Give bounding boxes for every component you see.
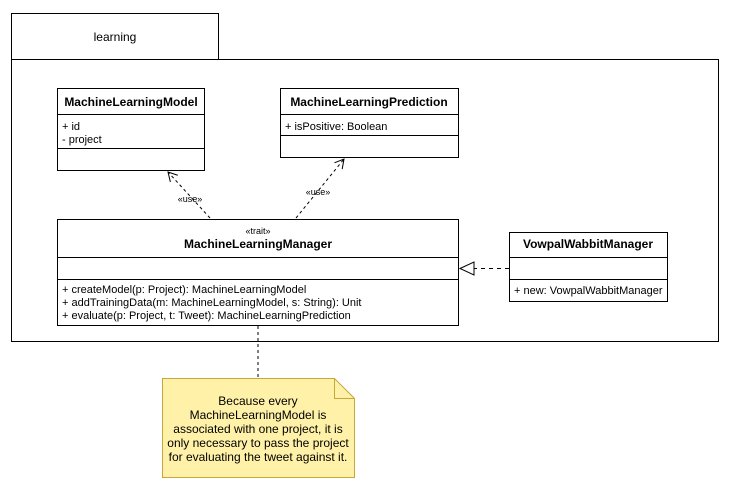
note-line: only necessary to pass the project xyxy=(167,436,349,450)
use-label: «use» xyxy=(178,194,203,204)
class-box xyxy=(280,88,459,158)
class-name: MachineLearningPrediction xyxy=(290,95,447,109)
dependency-use-model[interactable]: «use» xyxy=(167,171,211,219)
stereotype-label: «trait» xyxy=(245,226,270,236)
class-machine-learning-prediction[interactable]: MachineLearningPrediction + isPositive: … xyxy=(280,88,459,158)
note-fold xyxy=(334,378,355,399)
class-name: MachineLearningManager xyxy=(184,237,332,251)
operation: + new: VowpalWabbitManager xyxy=(514,285,663,297)
use-label: «use» xyxy=(306,187,331,197)
note-line: for evaluating the tweet against it. xyxy=(169,450,348,464)
class-machine-learning-model[interactable]: MachineLearningModel + id - project xyxy=(57,88,205,171)
package-tab xyxy=(11,13,219,60)
operation: + createModel(p: Project): MachineLearni… xyxy=(62,284,306,296)
trait-machine-learning-manager[interactable]: «trait» MachineLearningManager + createM… xyxy=(57,219,459,326)
class-vowpal-wabbit-manager[interactable]: VowpalWabbitManager + new: VowpalWabbitM… xyxy=(509,232,668,302)
dependency-use-prediction[interactable]: «use» xyxy=(295,158,345,219)
class-name: VowpalWabbitManager xyxy=(523,237,653,251)
realization-triangle xyxy=(458,261,475,276)
class-box xyxy=(57,219,459,326)
note-line: Because every xyxy=(218,394,297,408)
package-name: learning xyxy=(94,30,137,44)
class-box xyxy=(509,232,668,302)
attribute: + isPositive: Boolean xyxy=(285,121,387,133)
operation: + evaluate(p: Project, t: Tweet): Machin… xyxy=(62,310,351,322)
attribute: - project xyxy=(62,134,102,146)
operation: + addTrainingData(m: MachineLearningMode… xyxy=(62,297,362,309)
realization-arrow[interactable] xyxy=(458,261,509,276)
comment-note[interactable]: Because every MachineLearningModel is as… xyxy=(162,378,355,478)
note-line: MachineLearningModel is xyxy=(190,408,327,422)
attribute: + id xyxy=(62,121,80,133)
class-name: MachineLearningModel xyxy=(64,95,197,109)
class-box xyxy=(57,88,205,171)
note-shape xyxy=(162,378,355,478)
note-line: associated with one project, it is xyxy=(173,422,342,436)
